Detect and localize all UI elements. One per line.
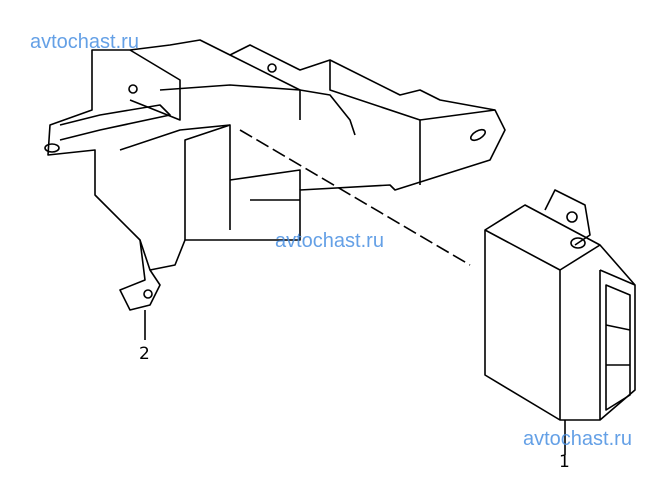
watermark: avtochast.ru bbox=[275, 230, 384, 252]
watermark: avtochast.ru bbox=[523, 428, 632, 450]
watermark: avtochast.ru bbox=[30, 31, 139, 53]
bracket-drawing bbox=[44, 39, 506, 340]
control-unit-drawing bbox=[484, 189, 636, 455]
callout-1: 1 bbox=[559, 452, 570, 472]
callout-2: 2 bbox=[139, 344, 150, 364]
